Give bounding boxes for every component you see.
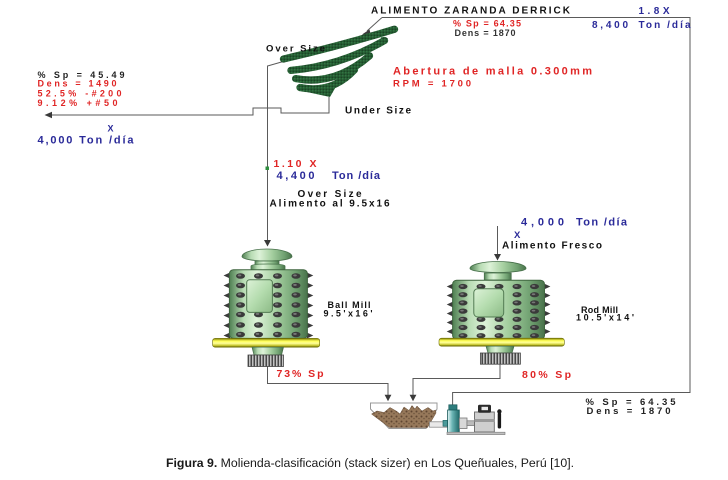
svg-text:Figura 9. Molienda-clasificaci: Figura 9. Molienda-clasificación (stack …: [166, 456, 574, 470]
svg-text:73% Sp: 73% Sp: [277, 368, 324, 380]
svg-text:Over Size: Over Size: [266, 44, 325, 55]
svg-text:X: X: [514, 230, 521, 241]
svg-text:8,400: 8,400: [592, 20, 628, 31]
svg-text:% Sp = 45.49: % Sp = 45.49: [38, 70, 125, 80]
svg-text:% Sp = 64.35: % Sp = 64.35: [586, 397, 677, 408]
svg-text:Over Size: Over Size: [298, 189, 362, 200]
svg-text:1.10 X: 1.10 X: [274, 158, 317, 170]
svg-text:4,000 Ton /día: 4,000 Ton /día: [38, 134, 135, 146]
svg-text:Alimento al 9.5x16: Alimento al 9.5x16: [270, 199, 390, 210]
svg-text:10.5'x14': 10.5'x14': [576, 312, 634, 322]
svg-text:RPM = 1700: RPM = 1700: [393, 79, 471, 90]
svg-text:Under Size: Under Size: [345, 106, 411, 117]
svg-text:Abertura de malla 0.300mm: Abertura de malla 0.300mm: [393, 66, 592, 78]
svg-text:Ball Mill: Ball Mill: [328, 300, 371, 310]
svg-text:80% Sp: 80% Sp: [522, 369, 571, 381]
svg-text:9.5'x16': 9.5'x16': [324, 309, 373, 319]
svg-text:ALIMENTO ZARANDA DERRICK: ALIMENTO ZARANDA DERRICK: [371, 6, 571, 17]
svg-text:Dens = 1870: Dens = 1870: [455, 28, 516, 38]
svg-text:Dens = 1490: Dens = 1490: [38, 78, 117, 88]
svg-text:1.8X: 1.8X: [639, 6, 670, 17]
svg-text:Ton /día: Ton /día: [332, 170, 381, 182]
svg-text:% Sp = 64.35: % Sp = 64.35: [453, 19, 521, 29]
svg-text:4,000: 4,000: [521, 217, 564, 229]
svg-text:52.5% -#200: 52.5% -#200: [38, 88, 122, 98]
svg-text:Dens = 1870: Dens = 1870: [587, 406, 671, 417]
svg-text:X: X: [108, 124, 114, 134]
svg-text:Ton /día: Ton /día: [576, 217, 628, 229]
svg-text:9.12% +#50: 9.12% +#50: [38, 98, 118, 108]
svg-text:Rod Mill: Rod Mill: [581, 305, 618, 315]
svg-text:Ton /día: Ton /día: [639, 20, 691, 31]
svg-text:Alimento Fresco: Alimento Fresco: [502, 240, 602, 251]
svg-text:4,400: 4,400: [277, 170, 315, 182]
